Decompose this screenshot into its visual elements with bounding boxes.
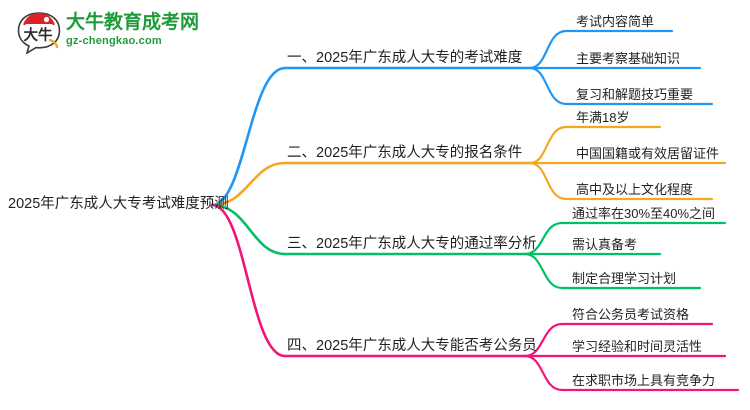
branch-node-2[interactable]: 二、2025年广东成人大专的报名条件 (287, 145, 523, 161)
leaf-node-1-1[interactable]: 考试内容简单 (576, 14, 655, 29)
branch-node-4[interactable]: 四、2025年广东成人大专能否考公务员 (287, 338, 537, 354)
leaf-node-2-3[interactable]: 高中及以上文化程度 (576, 182, 694, 197)
branch-connector-4 (210, 203, 527, 358)
branch-connector-1 (210, 66, 532, 207)
leaf-node-1-2[interactable]: 主要考察基础知识 (576, 51, 681, 66)
logo-subtitle: gz-chengkao.com (66, 35, 162, 47)
site-logo: 大牛 大牛教育成考网 gz-chengkao.com (16, 8, 199, 56)
svg-text:大牛: 大牛 (24, 26, 53, 44)
daniu-bull-logo-icon: 大牛 (17, 12, 61, 54)
root-node[interactable]: 2025年广东成人大专考试难度预测 (8, 196, 229, 212)
logo-title: 大牛教育成考网 (66, 12, 200, 33)
branch-connector-3 (210, 203, 527, 256)
leaf-connectors-3 (523, 221, 727, 290)
leaf-connectors-4 (523, 322, 740, 392)
leaf-node-3-2[interactable]: 需认真备考 (572, 237, 638, 252)
leaf-connectors-2 (528, 125, 727, 201)
leaf-node-3-1[interactable]: 通过率在30%至40%之间 (572, 206, 716, 221)
logo-text: 大牛教育成考网 gz-chengkao.com (66, 12, 199, 48)
leaf-node-4-2[interactable]: 学习经验和时间灵活性 (572, 339, 703, 354)
branch-node-3[interactable]: 三、2025年广东成人大专的通过率分析 (287, 236, 537, 252)
leaf-node-3-3[interactable]: 制定合理学习计划 (572, 271, 677, 286)
leaf-node-4-1[interactable]: 符合公务员考试资格 (572, 307, 690, 322)
branch-node-1[interactable]: 一、2025年广东成人大专的考试难度 (287, 50, 523, 66)
leaf-node-1-3[interactable]: 复习和解题技巧重要 (576, 87, 694, 102)
leaf-node-4-3[interactable]: 在求职市场上具有竞争力 (572, 373, 716, 388)
leaf-connectors-1 (528, 29, 714, 106)
leaf-node-2-2[interactable]: 中国国籍或有效居留证件 (576, 146, 720, 161)
leaf-node-2-1[interactable]: 年满18岁 (576, 110, 630, 125)
branch-connector-2 (210, 161, 532, 207)
